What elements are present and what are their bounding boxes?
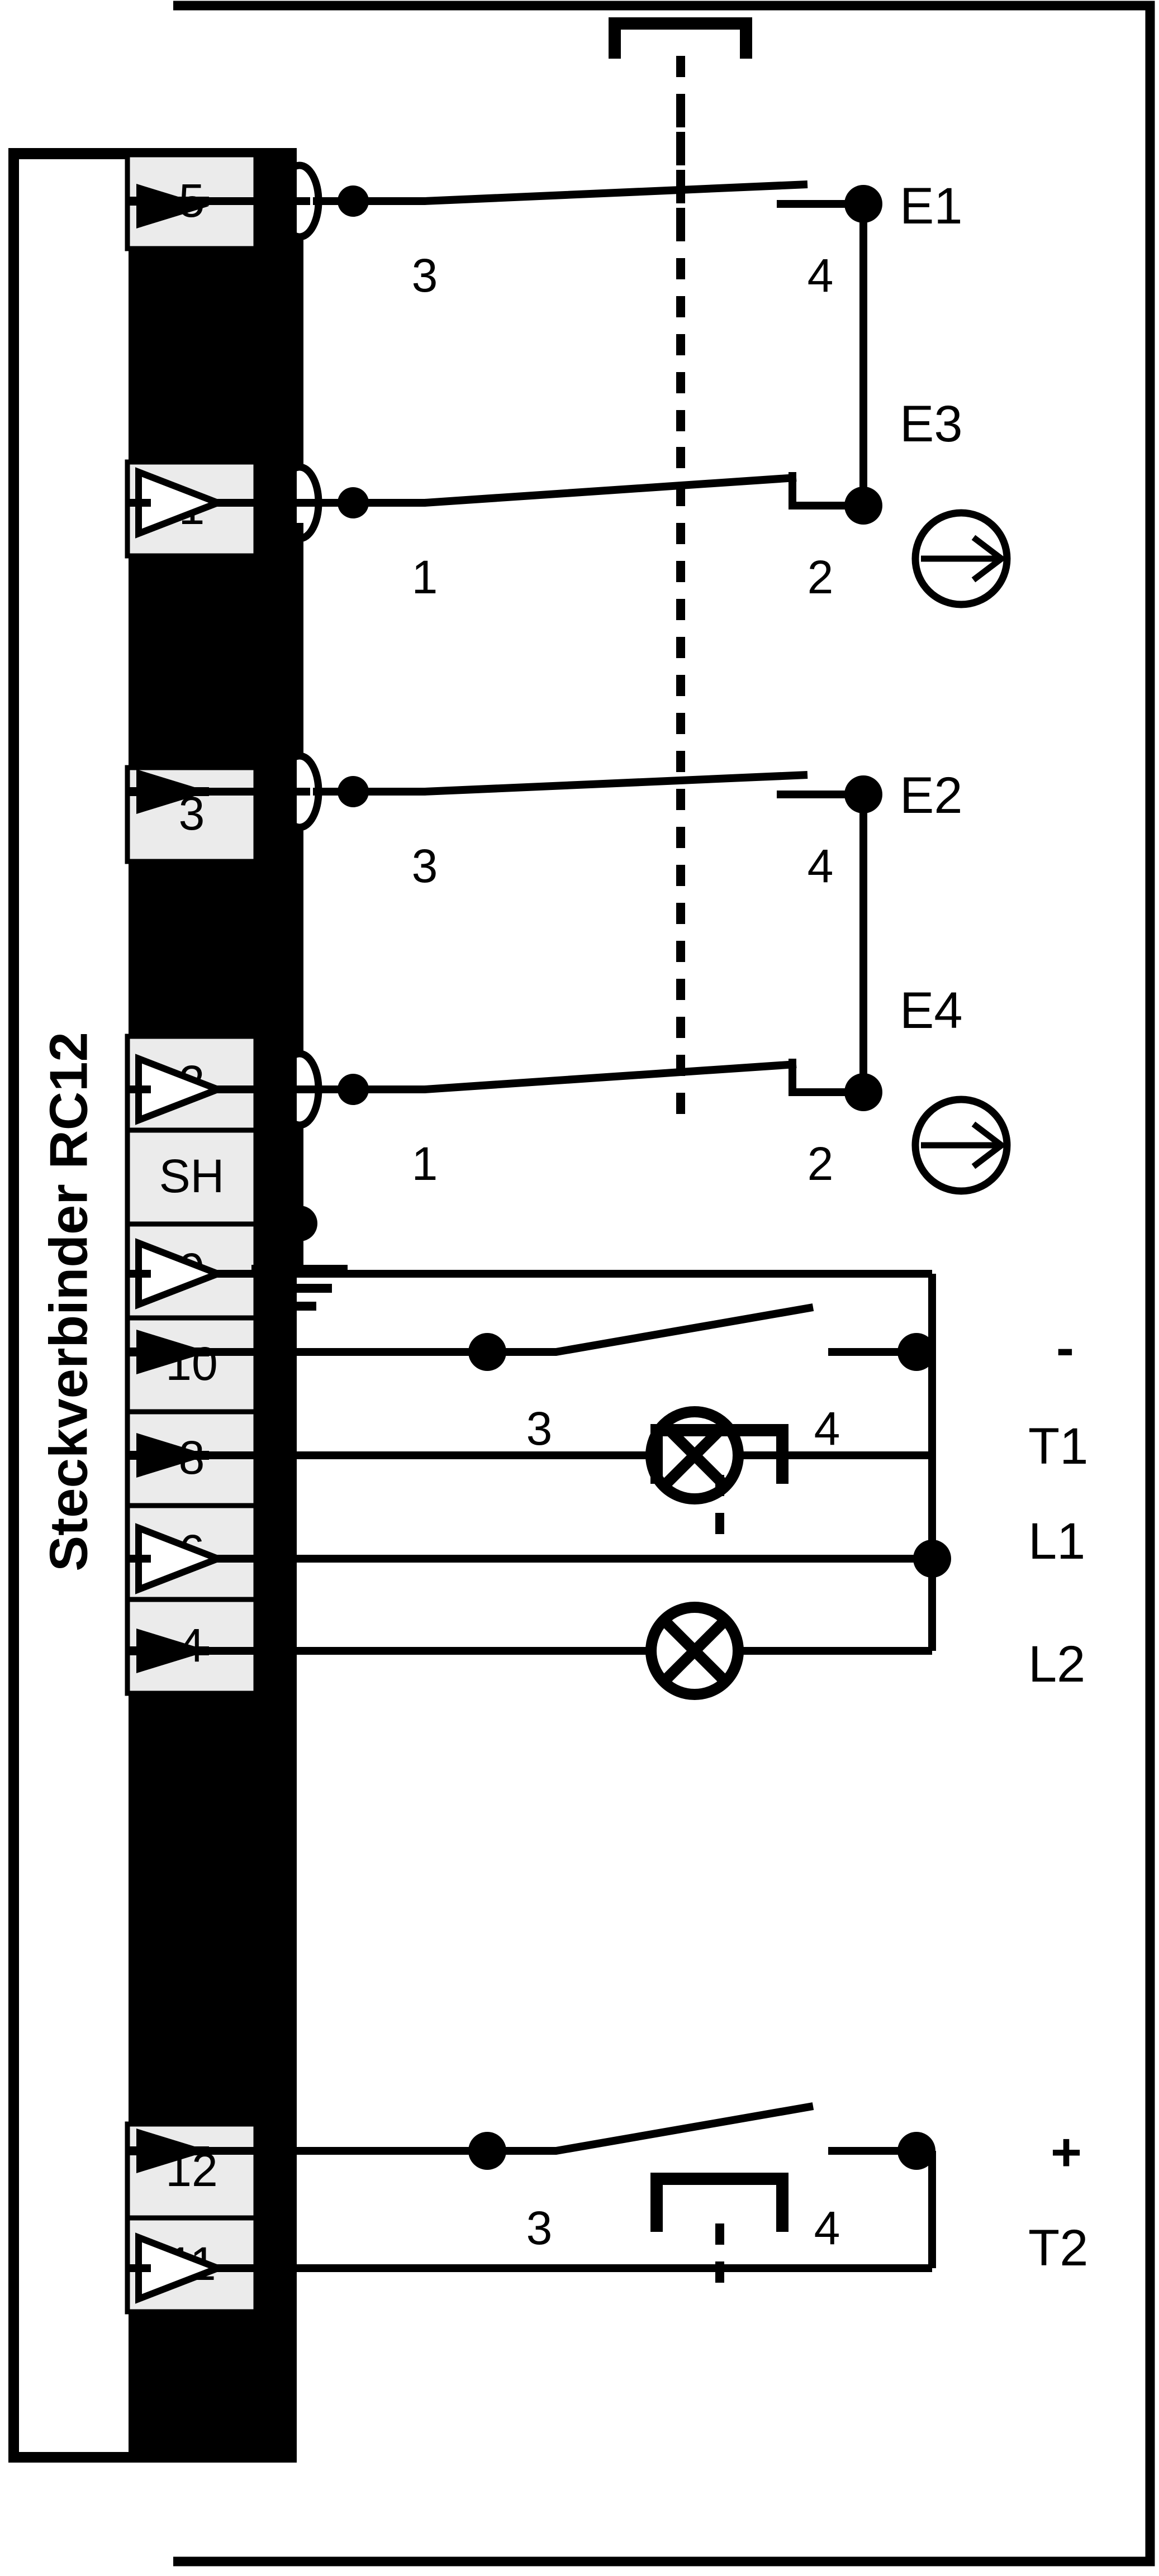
terminal-label-t1-3: 3 (526, 1402, 553, 1455)
lamp-label-l1: L1 (1028, 1513, 1085, 1570)
pushbutton-actuator-icon-1 (609, 17, 752, 240)
circuit-e1-e3: 3 4 E1 1 2 E3 (127, 17, 1011, 608)
circuit-e2-e4: 3 4 E2 1 2 E4 (127, 447, 1011, 1223)
terminal-label-4: 4 (808, 249, 834, 302)
terminal-label-t2: T2 (1028, 2220, 1088, 2277)
terminal-label-4b: 4 (808, 840, 834, 892)
terminal-dot-t1 (897, 1333, 935, 1371)
output-label-e2: E2 (900, 767, 963, 824)
circuit-t2: 3 4 + T2 (127, 2102, 1088, 2304)
contact-1-2-e4: 1 2 E4 (127, 982, 1011, 1195)
output-label-e4: E4 (900, 982, 963, 1039)
terminal-label-3b: 3 (412, 840, 438, 892)
arrow-circle-icon-e4 (911, 1096, 1011, 1195)
earth-ground-icon (251, 1265, 348, 1311)
connector-label: Steckverbinder RC12 (39, 1032, 98, 1572)
circuit-t1: 3 4 - T1 (127, 1238, 1088, 1547)
polarity-label-t2: + (1051, 2122, 1082, 2182)
contact-3-4-e2: 3 4 E2 (127, 752, 963, 1089)
terminal-dot-e4 (844, 1073, 882, 1111)
terminal-label-1b: 1 (412, 1137, 438, 1190)
terminal-label-t2-3: 3 (526, 2202, 553, 2254)
terminal-label-t1-4: 4 (814, 1402, 840, 1455)
terminal-label-3: 3 (412, 249, 438, 302)
terminal-dot-e3 (844, 487, 882, 525)
contact-1-2-e3: 1 2 E3 (127, 396, 1011, 608)
terminal-dot-t2 (897, 2132, 935, 2170)
pin-box-sh[interactable]: SH (125, 1127, 259, 1227)
terminal-label-2b: 2 (808, 1137, 834, 1190)
terminal-label-2: 2 (808, 551, 834, 603)
terminal-label-t1: T1 (1028, 1418, 1088, 1475)
circuit-lamps: L1 L2 (127, 1406, 1085, 1700)
contact-3-4-e1: 3 4 E1 (127, 161, 963, 503)
polarity-label-t1: - (1056, 1318, 1074, 1378)
arrow-circle-icon-e3 (911, 509, 1011, 608)
shield-ground (251, 1173, 348, 1311)
output-arrow-pin5 (136, 184, 209, 228)
output-label-e3: E3 (900, 396, 963, 453)
terminal-label-1: 1 (412, 551, 438, 603)
pin-label-sh: SH (159, 1150, 225, 1202)
lamp-icon-l2 (645, 1602, 744, 1700)
output-label-e1: E1 (900, 178, 963, 235)
outer-frame (173, 1, 1155, 2567)
lamp-label-l2: L2 (1028, 1636, 1085, 1693)
pushbutton-actuator-icon-t2 (650, 2173, 788, 2285)
terminal-label-t2-4: 4 (814, 2202, 840, 2254)
